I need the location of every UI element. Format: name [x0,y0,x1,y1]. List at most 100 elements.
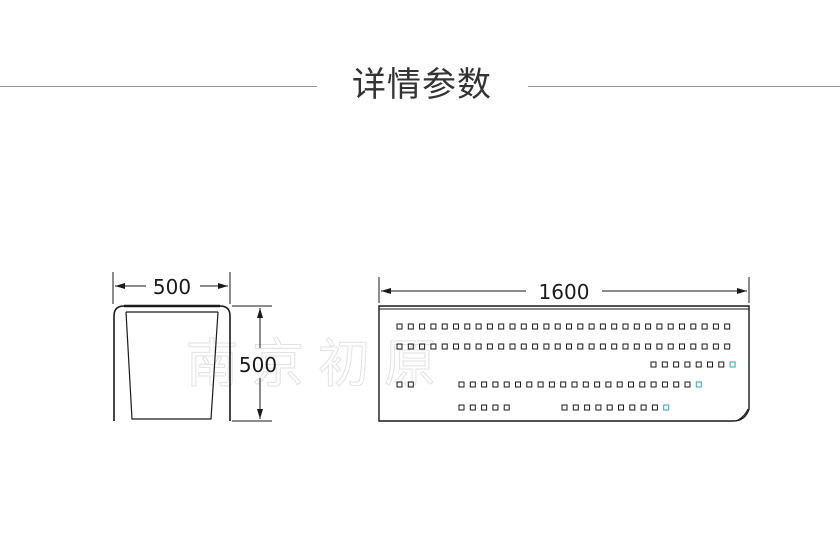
perforation-hole [695,381,702,388]
perforation-hole [588,323,595,330]
perforation-hole [661,381,668,388]
perforation-hole [599,323,606,330]
perforation-hole [469,381,476,388]
perforation-hole [718,361,725,368]
perforation-hole [690,343,697,350]
perforation-hole [628,381,634,388]
perforation-hole [629,404,636,411]
perforation-hole [645,323,652,330]
perforation-pattern [396,323,736,411]
perforation-hole [611,323,618,330]
perforation-hole [661,361,668,368]
perforation-hole [639,381,646,388]
perforation-hole [464,323,471,330]
perforation-hole [396,381,403,388]
perforation-hole [712,343,719,350]
perforation-hole [453,323,459,330]
perforation-hole [701,323,708,330]
perforation-hole [441,343,448,350]
perforation-hole [729,361,736,368]
perforation-hole [430,343,437,350]
perforation-hole [543,323,550,330]
perforation-hole [453,343,459,350]
perforation-hole [486,323,493,330]
perforation-hole [520,343,527,350]
perforation-hole [673,361,680,368]
perforation-hole [509,323,516,330]
header-divider-right [528,86,840,87]
perforation-hole [656,323,663,330]
perforation-hole [515,381,521,388]
perforation-hole [622,323,629,330]
perforation-hole [571,381,578,388]
perforation-hole [430,323,437,330]
perforation-hole [595,404,602,411]
perforation-hole [640,404,647,411]
perforation-hole [599,343,606,350]
perforation-hole [498,323,505,330]
perforation-hole [679,343,685,350]
perforation-hole [503,404,510,411]
perforation-hole [475,323,482,330]
perforation-hole [560,381,567,388]
perforation-hole [673,381,680,388]
perforation-hole [651,404,658,411]
perforation-hole [707,361,713,368]
perforation-hole [690,323,697,330]
perforation-hole [396,343,403,350]
perforation-hole [618,404,624,411]
perforation-hole [584,404,591,411]
perforation-hole [492,404,499,411]
perforation-hole [645,343,652,350]
perforation-hole [469,404,476,411]
perforation-hole [548,381,555,388]
perforation-hole [520,323,527,330]
perforation-hole [701,343,708,350]
perforation-hole [492,381,499,388]
perforation-hole [605,381,612,388]
side-width-label: 500 [153,275,191,299]
front-length-label: 1600 [539,280,590,304]
perforation-hole [486,343,493,350]
perforation-hole [611,343,618,350]
watermark-text: 南京初原 [186,335,450,395]
perforation-hole [498,343,505,350]
perforation-hole [543,343,550,350]
perforation-hole [537,381,544,388]
perforation-hole [458,381,465,388]
section-header: 详情参数 [0,62,840,110]
header-divider-left [0,86,317,87]
section-title: 详情参数 [352,65,492,105]
perforation-hole [724,343,731,350]
perforation-hole [554,323,561,330]
perforation-hole [532,343,539,350]
perforation-hole [622,343,629,350]
perforation-hole [458,404,465,411]
perforation-hole [616,381,623,388]
perforation-hole [503,381,510,388]
perforation-hole [566,323,572,330]
perforation-hole [441,323,448,330]
perforation-hole [667,343,674,350]
perforation-hole [532,323,539,330]
perforation-hole [684,381,691,388]
perforation-hole [419,343,426,350]
front-view [378,277,750,422]
perforation-hole [561,404,568,411]
side-height-label: 500 [239,353,277,377]
perforation-hole [481,404,488,411]
perforation-hole [582,381,589,388]
perforation-hole [509,343,516,350]
side-view [112,272,272,422]
perforation-hole [633,323,640,330]
perforation-hole [526,381,533,388]
perforation-hole [588,343,595,350]
perforation-hole [475,343,482,350]
perforation-hole [724,323,731,330]
perforation-hole [481,381,488,388]
perforation-hole [712,323,719,330]
perforation-hole [650,381,657,388]
perforation-hole [667,323,674,330]
perforation-hole [663,404,670,411]
